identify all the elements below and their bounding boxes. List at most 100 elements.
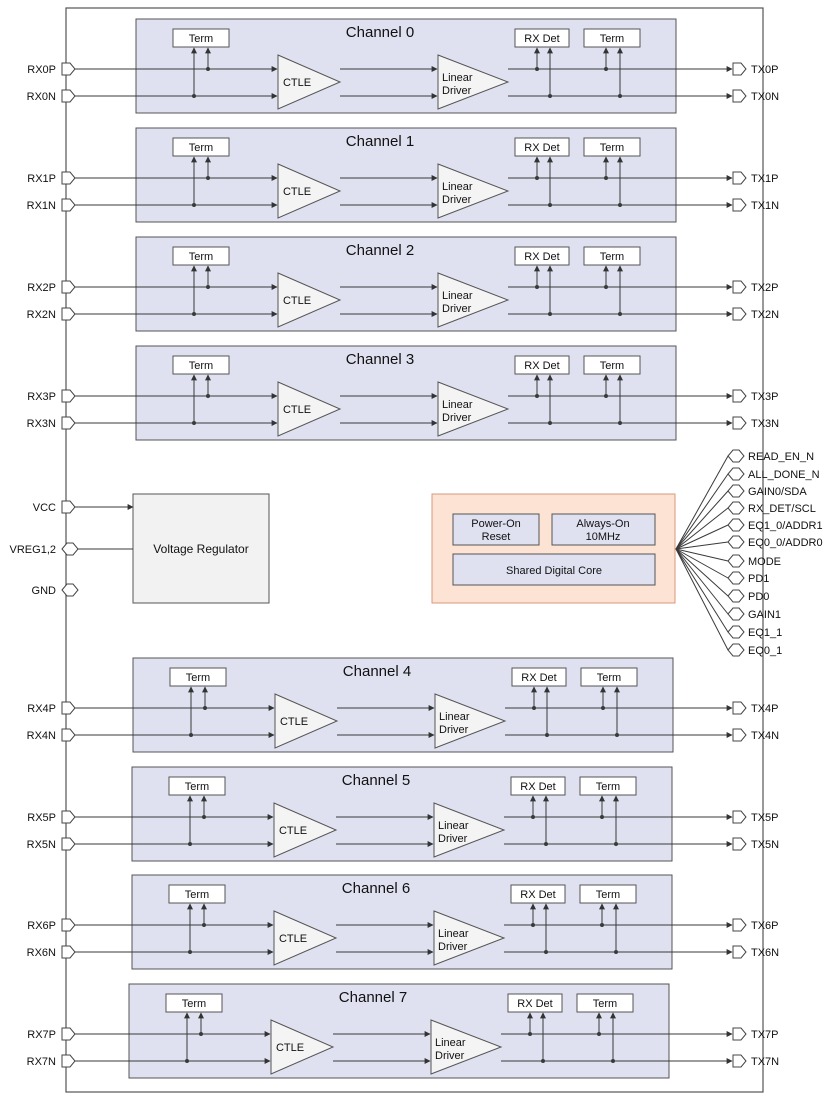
term-out-block-5	[579, 776, 637, 796]
rx-det-label-3: RX Det	[524, 360, 559, 372]
linear-driver-label-1-2: Linear	[442, 290, 473, 302]
ctrl-pin-label-4: EQ1_0/ADDR1	[748, 520, 823, 532]
pin-label-tx1n: TX1N	[751, 200, 779, 212]
shared-digital-core-block	[452, 553, 656, 586]
rx-det-label-0: RX Det	[524, 33, 559, 45]
term-out-label-3: Term	[600, 360, 624, 372]
term-out-block-7	[576, 993, 634, 1013]
rx-det-dot-p-6	[531, 923, 535, 927]
pin-tx0p	[732, 62, 747, 76]
ctrl-pin-6	[727, 554, 745, 568]
term-in-block-5	[168, 776, 226, 796]
linear-driver-4	[434, 693, 507, 749]
term-out-block-3	[583, 355, 641, 375]
rx-det-dot-n-1	[548, 203, 552, 207]
term-in-dot-p-4	[203, 706, 207, 710]
pin-rx7n	[61, 1054, 76, 1068]
rx-det-block-4	[511, 667, 567, 687]
linear-driver-label-2-5: Driver	[438, 833, 468, 845]
rx-det-label-4: RX Det	[521, 672, 556, 684]
ctle-amp-1	[277, 163, 342, 219]
term-out-dot-n-4	[615, 733, 619, 737]
ctrl-pin-11	[727, 643, 745, 657]
pin-label-tx3n: TX3N	[751, 418, 779, 430]
linear-driver-label-1-3: Linear	[442, 399, 473, 411]
linear-driver-label-1-5: Linear	[438, 820, 469, 832]
rx-det-label-5: RX Det	[520, 781, 555, 793]
term-out-dot-n-6	[614, 950, 618, 954]
term-in-label-4: Term	[186, 672, 210, 684]
pin-label-tx4p: TX4P	[751, 703, 779, 715]
pin-rx6p	[61, 918, 76, 932]
channel-3-title: Channel 3	[346, 351, 414, 368]
ctle-amp-3	[277, 381, 342, 437]
term-in-dot-n-6	[188, 950, 192, 954]
power-on-reset-block	[452, 513, 540, 546]
term-out-label-1: Term	[600, 142, 624, 154]
power-on-reset-label-2: Reset	[482, 531, 511, 543]
term-out-dot-p-3	[604, 394, 608, 398]
ctle-label-1: CTLE	[283, 186, 311, 198]
channel-2-title: Channel 2	[346, 242, 414, 259]
pin-rx4n	[61, 728, 76, 742]
ctle-amp-5	[273, 802, 338, 858]
pin-label-tx7n: TX7N	[751, 1056, 779, 1068]
term-in-dot-p-5	[202, 815, 206, 819]
pin-rx2n	[61, 307, 76, 321]
pin-label-rx0p: RX0P	[27, 64, 56, 76]
ctrl-wire-11	[675, 548, 729, 651]
pin-tx2n	[732, 307, 747, 321]
pin-label-tx4n: TX4N	[751, 730, 779, 742]
shared-digital-core-label: Shared Digital Core	[506, 565, 602, 577]
pin-label-vcc: VCC	[33, 502, 56, 514]
pin-rx5p	[61, 810, 76, 824]
pin-label-rx2p: RX2P	[27, 282, 56, 294]
rx-det-block-6	[510, 884, 566, 904]
digital-core-block	[431, 493, 676, 604]
term-in-dot-p-3	[206, 394, 210, 398]
linear-driver-label-1-1: Linear	[442, 181, 473, 193]
rx-det-block-2	[514, 246, 570, 266]
pin-label-tx6n: TX6N	[751, 947, 779, 959]
ctle-label-3: CTLE	[283, 404, 311, 416]
linear-driver-6	[433, 910, 506, 966]
pin-label-tx0n: TX0N	[751, 91, 779, 103]
linear-driver-label-1-4: Linear	[439, 711, 470, 723]
rx-det-dot-n-3	[548, 421, 552, 425]
pin-label-rx2n: RX2N	[27, 309, 56, 321]
voltage-regulator-label: Voltage Regulator	[153, 542, 248, 556]
ctrl-pin-3	[727, 501, 745, 515]
term-out-label-6: Term	[596, 889, 620, 901]
pin-label-rx1p: RX1P	[27, 173, 56, 185]
pin-rx3p	[61, 389, 76, 403]
ctrl-pin-label-5: EQ0_0/ADDR0	[748, 537, 823, 549]
term-in-label-0: Term	[189, 33, 213, 45]
pin-label-tx1p: TX1P	[751, 173, 779, 185]
ctrl-pin-7	[727, 571, 745, 585]
rx-det-block-0	[514, 28, 570, 48]
ctrl-wire-1	[675, 473, 729, 550]
linear-driver-0	[437, 54, 510, 110]
pin-label-rx7n: RX7N	[27, 1056, 56, 1068]
rx-det-dot-n-4	[545, 733, 549, 737]
rx-det-dot-n-6	[544, 950, 548, 954]
power-on-reset-label-1: Power-On	[471, 518, 521, 530]
pin-label-tx2p: TX2P	[751, 282, 779, 294]
term-out-dot-p-5	[600, 815, 604, 819]
linear-driver-7	[430, 1019, 503, 1075]
pin-label-rx3p: RX3P	[27, 391, 56, 403]
rx-det-dot-n-5	[544, 842, 548, 846]
ctle-amp-7	[270, 1019, 335, 1075]
pin-vcc	[61, 500, 76, 514]
term-in-dot-p-7	[199, 1032, 203, 1036]
term-out-block-4	[580, 667, 638, 687]
term-in-dot-n-2	[192, 312, 196, 316]
linear-driver-label-2-0: Driver	[442, 85, 472, 97]
term-out-dot-p-1	[604, 176, 608, 180]
ctrl-pin-8	[727, 589, 745, 603]
pin-rx1n	[61, 198, 76, 212]
ctle-label-0: CTLE	[283, 77, 311, 89]
